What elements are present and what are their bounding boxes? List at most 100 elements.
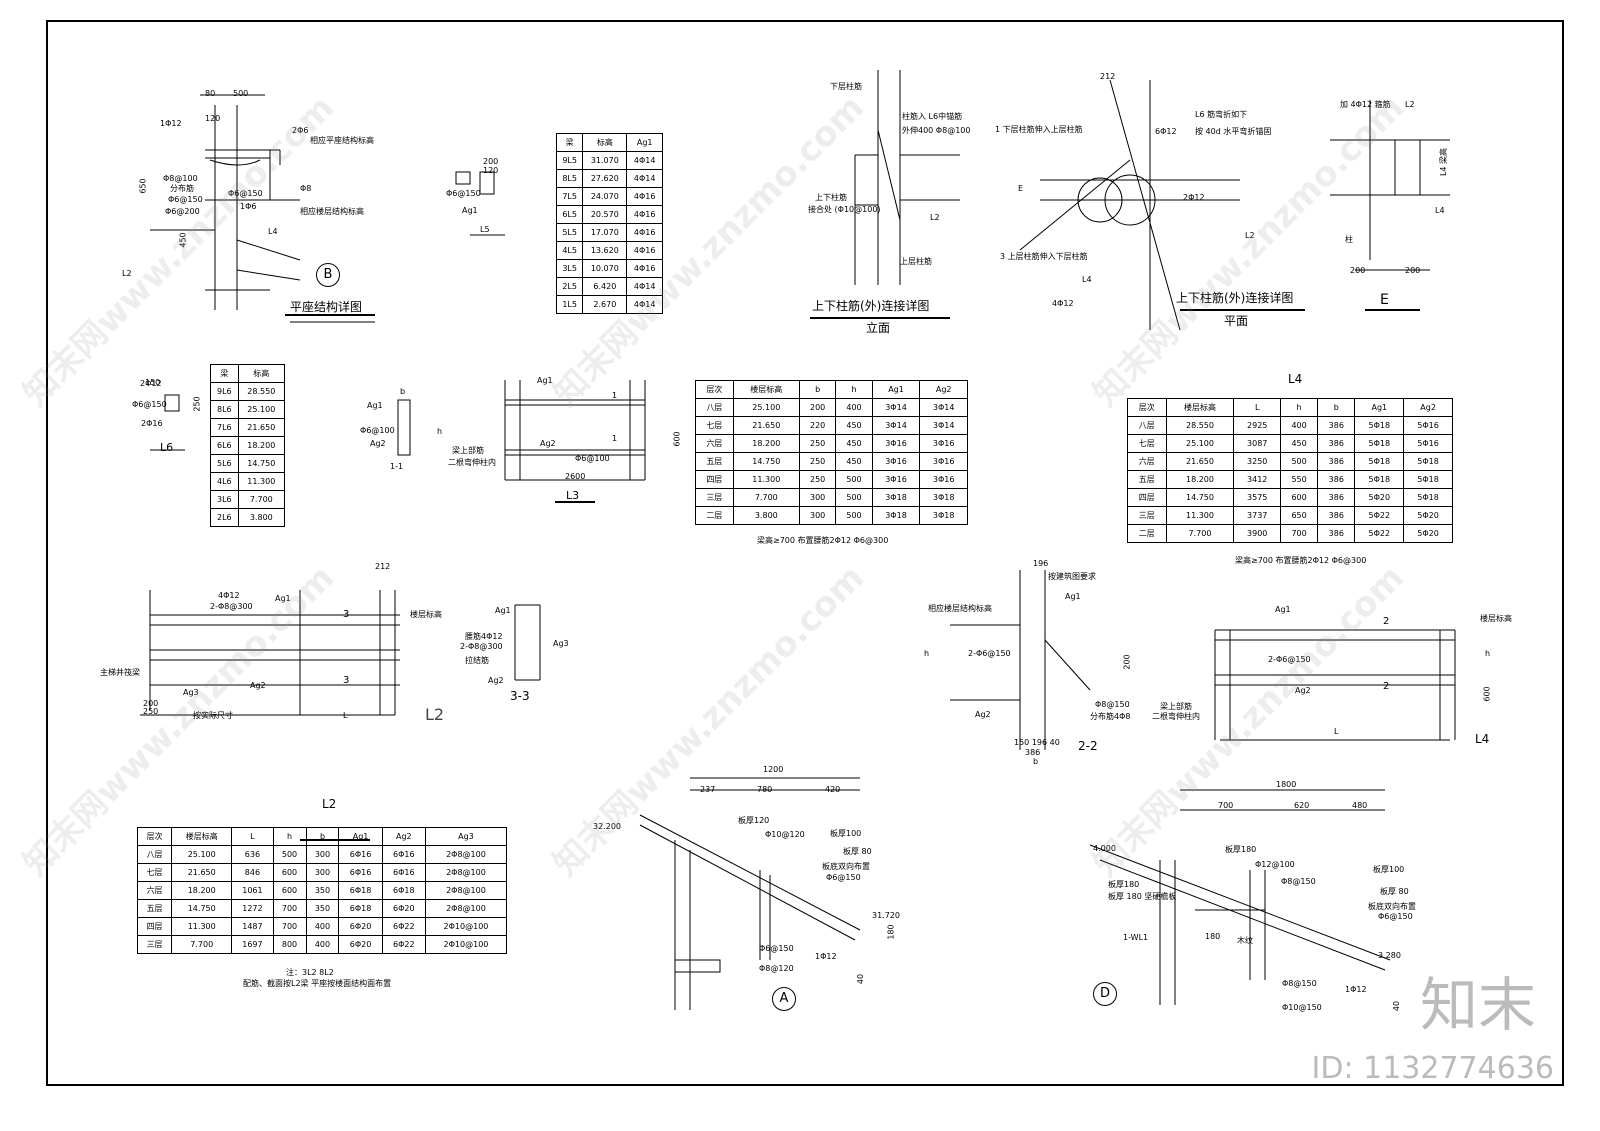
table-cell: 386	[1317, 470, 1356, 489]
table-cell: 七层	[136, 863, 173, 882]
l2-4012: 4Φ12	[218, 591, 240, 600]
l4-note2: 二根弯伸柱内	[1152, 712, 1200, 721]
table-cell: 3Φ16	[871, 470, 921, 489]
table-cell: 3Φ16	[871, 434, 921, 453]
table-header-cell: 楼层标高	[1165, 398, 1235, 417]
d-bh180a: 板厚180	[1225, 845, 1257, 854]
table-cell: 25.100	[237, 400, 286, 419]
d-1012: 1Φ12	[1345, 985, 1367, 994]
table-cell: 250	[798, 434, 837, 453]
table-cell: 二层	[1127, 524, 1167, 543]
table-header-cell: 层次	[695, 380, 734, 399]
l4-table-title: L4	[1288, 372, 1303, 386]
l4-600: 600	[1482, 686, 1492, 702]
table-cell: 11.300	[171, 917, 233, 936]
table-cell: 28.550	[237, 382, 286, 401]
table-header-cell: 梁	[555, 133, 584, 152]
a-bh80: 板厚 80	[843, 847, 872, 856]
a-6150: Φ6@150	[826, 873, 861, 882]
d-bh180b: 板厚 180 坚硬檐板	[1108, 892, 1177, 901]
s22-dims: 150 196 40	[1014, 738, 1060, 747]
table-cell: 六层	[136, 881, 173, 900]
s22-top: 相应楼层结构标高	[928, 604, 992, 613]
l5-rebar-6150: Φ6@150	[446, 189, 481, 198]
table-cell: 25.100	[171, 845, 233, 864]
b-rebar-6200: Φ6@200	[165, 207, 200, 216]
table-cell: 350	[305, 881, 340, 900]
table-cell: 二层	[695, 506, 734, 525]
l4-lines	[950, 570, 1456, 750]
table-cell: 300	[798, 506, 837, 525]
table-cell: 400	[1279, 416, 1319, 435]
detail-d-lines	[1089, 789, 1391, 1005]
l3-ag1: Ag1	[537, 376, 553, 385]
table-header-cell: Ag1	[1354, 398, 1405, 417]
table-header-cell: Ag2	[381, 827, 426, 846]
table-cell: 650	[1279, 506, 1319, 525]
p-40d: 按 40d 水平弯折锚固	[1195, 127, 1272, 136]
table-cell: 7L6	[210, 418, 239, 437]
table-cell: 五层	[1127, 470, 1167, 489]
table-cell: 11.300	[1165, 506, 1235, 525]
table-cell: 4L6	[210, 472, 239, 491]
table-cell: 21.650	[237, 418, 286, 437]
table-header-cell: 楼层标高	[171, 827, 233, 846]
a-32200: 32.200	[593, 822, 621, 831]
table-cell: 7.700	[1165, 524, 1235, 543]
brand-logo: 知末	[1419, 971, 1536, 1039]
table-cell: 2Φ8@100	[424, 881, 508, 900]
l2-ag3: Ag3	[183, 688, 199, 697]
table-cell: 5Φ18	[1403, 452, 1453, 471]
table-cell: 3Φ18	[871, 506, 921, 525]
table-cell: 600	[272, 863, 307, 882]
table-cell: 3.800	[732, 506, 800, 525]
table-cell: 5Φ20	[1403, 524, 1453, 543]
e2-l2: L2	[1405, 100, 1415, 109]
table-cell: 5Φ22	[1354, 506, 1405, 525]
table-cell: 4Φ14	[626, 277, 663, 296]
table-header-cell: Ag2	[919, 380, 968, 399]
table-cell: 4Φ16	[626, 241, 663, 260]
table-cell: 5Φ18	[1403, 470, 1453, 489]
table-cell: 450	[835, 452, 873, 471]
d-8150b: Φ8@150	[1282, 979, 1317, 988]
l3-ag2-sec: Ag2	[370, 439, 386, 448]
e2-4012: 加 4Φ12 箍筋	[1340, 100, 1391, 109]
table-cell: 700	[272, 899, 307, 918]
table-cell: 5Φ16	[1403, 434, 1453, 453]
table-header-cell: Ag2	[1403, 398, 1453, 417]
p-note3: 3 上层柱筋伸入下层柱筋	[1000, 252, 1088, 261]
s22-b: b	[1033, 757, 1039, 766]
table-cell: 4Φ14	[626, 169, 663, 188]
table-cell: 400	[835, 398, 873, 417]
l2-stair-beam: 主梯井筏梁	[100, 668, 140, 677]
table-cell: 6Φ18	[338, 899, 383, 918]
b-l2: L2	[122, 269, 132, 278]
table-cell: 3250	[1233, 452, 1281, 471]
table-cell: 3900	[1233, 524, 1281, 543]
b-dim-80: 80	[205, 89, 216, 98]
elev-title: 上下柱筋(外)连接详图	[812, 299, 930, 313]
e-detail-lines	[1330, 100, 1450, 311]
l2-212: 212	[375, 562, 391, 571]
b-rebar-6150: Φ6@150	[168, 195, 203, 204]
table-cell: 3Φ16	[919, 452, 968, 471]
table-cell: 6Φ16	[338, 863, 383, 882]
table-header-cell: 梁	[210, 364, 239, 383]
table-cell: 三层	[1127, 506, 1167, 525]
table-header-cell: 层次	[1127, 398, 1167, 417]
s33-ag3: Ag3	[553, 639, 569, 648]
l4-floor-elev: 楼层标高	[1480, 614, 1512, 623]
